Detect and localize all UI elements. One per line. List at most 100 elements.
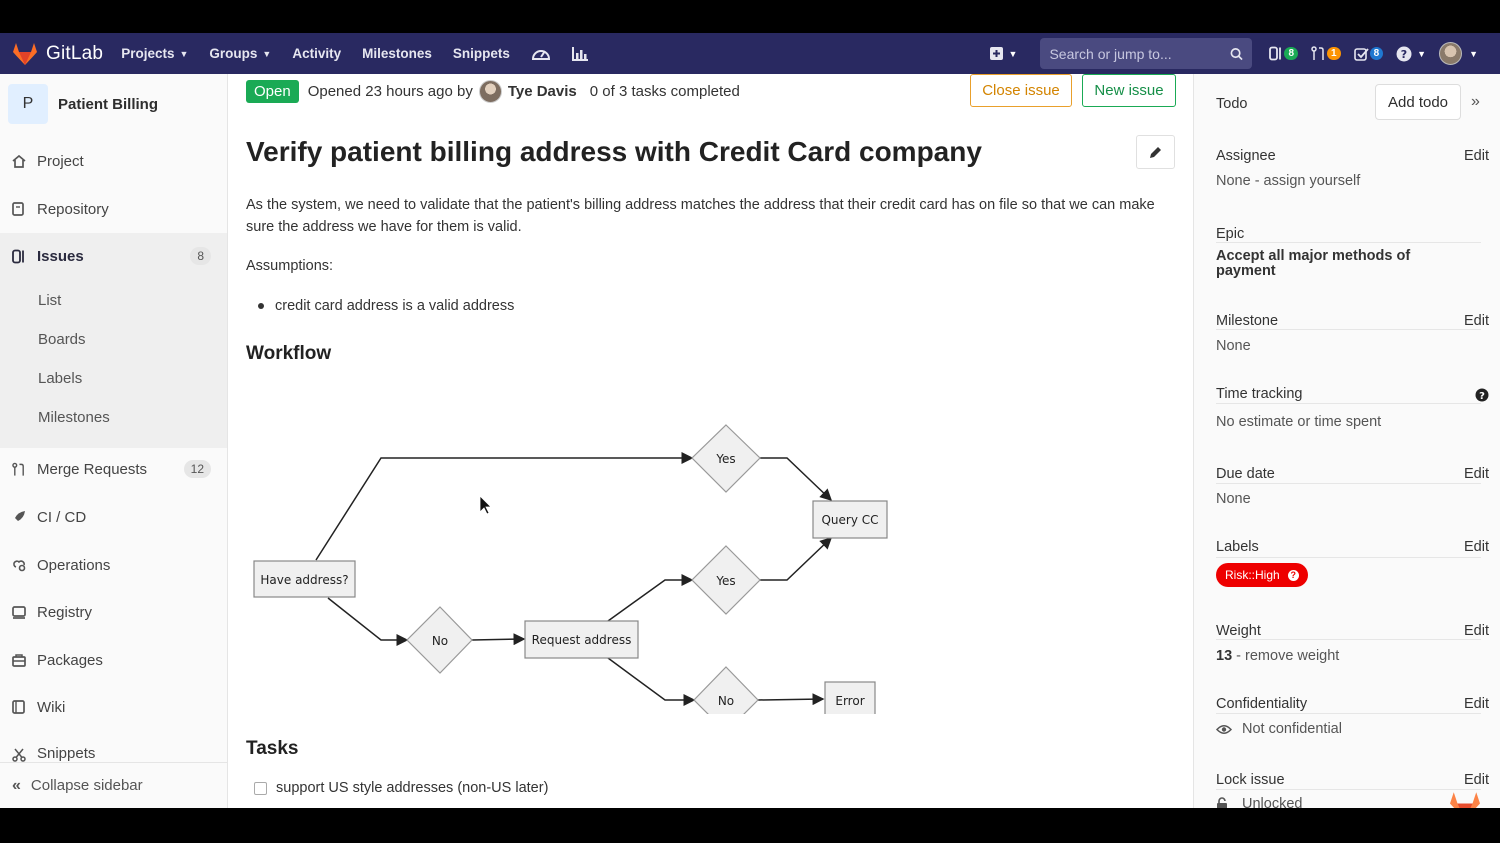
nav-projects[interactable]: Projects▼ <box>121 46 188 61</box>
weight-edit-link[interactable]: Edit <box>1464 623 1489 639</box>
node-query-cc: Query CC <box>821 513 878 527</box>
search-icon[interactable] <box>1230 47 1244 61</box>
close-issue-button[interactable]: Close issue <box>970 74 1072 107</box>
lock-value: Unlocked <box>1242 796 1303 808</box>
sidebar-item-label: Issues <box>37 247 84 265</box>
search-box <box>1040 38 1253 69</box>
sidebar-item-project[interactable]: Project <box>0 138 227 184</box>
nav-milestones[interactable]: Milestones <box>362 46 432 61</box>
analytics-chart-icon[interactable] <box>571 46 589 62</box>
due-date-title: Due date <box>1216 466 1275 482</box>
issue-status-row: Open Opened 23 hours ago by Tye Davis 0 … <box>246 76 1176 106</box>
remove-weight-link[interactable]: - remove weight <box>1236 648 1340 664</box>
gitlab-window: GitLab Projects▼ Groups▼ Activity Milest… <box>0 33 1500 808</box>
cloud-gear-icon <box>12 558 29 572</box>
todo-label: Todo <box>1216 96 1248 112</box>
issues-count-badge: 8 <box>190 247 211 265</box>
sidebar-item-registry[interactable]: Registry <box>0 589 227 635</box>
confidentiality-edit-link[interactable]: Edit <box>1464 696 1489 712</box>
task-checkbox[interactable] <box>254 781 267 795</box>
node-query-cc-box <box>812 500 888 539</box>
node-have-address-box <box>253 560 356 598</box>
gitlab-fox-watermark-icon <box>1450 792 1480 808</box>
edge-request-to-no <box>607 657 696 706</box>
nav-snippets[interactable]: Snippets <box>453 46 510 61</box>
sidebar-item-snippets[interactable]: Snippets <box>0 732 227 762</box>
collapse-sidebar-button[interactable]: « Collapse sidebar <box>0 762 227 808</box>
user-menu[interactable]: ▼ <box>1439 42 1478 65</box>
sidebar-subitem-list[interactable]: List <box>38 292 62 309</box>
tasks-heading: Tasks <box>246 738 299 759</box>
node-request-address: Request address <box>532 633 632 647</box>
sidebar-item-ci-cd[interactable]: CI / CD <box>0 494 227 540</box>
package-icon <box>12 653 29 667</box>
node-no-left: No <box>432 634 448 648</box>
expand-sidebar-icon[interactable]: » <box>1471 93 1480 110</box>
sidebar-item-packages[interactable]: Packages <box>0 637 227 683</box>
help-question-icon: ? <box>1287 569 1299 581</box>
node-yes-top-diamond <box>691 424 761 493</box>
tasks-completed-text: 0 of 3 tasks completed <box>589 82 740 100</box>
edge-no-to-request <box>471 633 526 646</box>
help-dropdown[interactable]: ? ▼ <box>1396 46 1426 62</box>
weight-value: 13 <box>1216 648 1233 664</box>
nav-groups[interactable]: Groups▼ <box>209 46 271 61</box>
project-header[interactable]: P Patient Billing <box>0 74 227 134</box>
issues-icon <box>1269 46 1282 61</box>
confidentiality-value: Not confidential <box>1242 721 1342 737</box>
issue-author-link[interactable]: Tye Davis <box>507 82 577 100</box>
plus-square-icon <box>989 47 1003 60</box>
due-date-edit-link[interactable]: Edit <box>1464 466 1489 482</box>
sidebar-item-label: Registry <box>37 603 93 621</box>
list-item: credit card address is a valid address <box>258 298 514 314</box>
todos-counter[interactable]: 8 <box>1353 47 1384 61</box>
epic-block: Epic Accept all major methods of payment <box>1216 226 1481 330</box>
confidentiality-block: Confidentiality Edit Not confidential <box>1216 696 1489 790</box>
sidebar-item-wiki[interactable]: Wiki <box>0 684 227 730</box>
new-issue-button[interactable]: New issue <box>1082 74 1176 107</box>
nav-activity[interactable]: Activity <box>292 46 341 61</box>
sidebar-item-label: CI / CD <box>37 508 87 526</box>
issue-content: Open Opened 23 hours ago by Tye Davis 0 … <box>246 74 1176 808</box>
milestone-edit-link[interactable]: Edit <box>1464 313 1489 329</box>
assignee-edit-link[interactable]: Edit <box>1464 148 1489 164</box>
mouse-cursor-icon <box>479 495 492 515</box>
node-error: Error <box>835 694 864 708</box>
sidebar-subitem-boards[interactable]: Boards <box>38 331 86 348</box>
gitlab-logo-link[interactable]: GitLab <box>12 42 103 66</box>
edge-no-to-error <box>757 693 825 706</box>
edge-request-to-yes <box>607 574 694 622</box>
author-avatar[interactable] <box>478 79 502 103</box>
chevron-down-icon: ▼ <box>179 48 189 59</box>
lock-edit-link[interactable]: Edit <box>1464 772 1489 788</box>
sidebar-item-repository[interactable]: Repository <box>0 186 227 232</box>
sidebar-item-label: Packages <box>37 651 103 669</box>
pencil-icon <box>1150 146 1161 158</box>
merge-requests-counter[interactable]: 1 <box>1311 46 1341 61</box>
sidebar-subitem-labels[interactable]: Labels <box>38 370 83 387</box>
sidebar-item-issues[interactable]: Issues 8 <box>0 233 227 279</box>
issues-counter[interactable]: 8 <box>1269 46 1299 61</box>
sidebar-subitem-milestones[interactable]: Milestones <box>38 409 110 426</box>
labels-edit-link[interactable]: Edit <box>1464 539 1489 555</box>
edge-have-to-no <box>327 597 409 646</box>
svg-text:?: ? <box>1479 391 1485 402</box>
sidebar-item-operations[interactable]: Operations <box>0 542 227 588</box>
add-todo-button[interactable]: Add todo <box>1375 84 1461 120</box>
search-input[interactable] <box>1049 45 1231 62</box>
node-yes-mid-diamond <box>691 545 761 615</box>
new-dropdown[interactable]: ▼ <box>989 46 1017 61</box>
node-have-address: Have address? <box>260 573 348 587</box>
edit-title-button[interactable] <box>1136 135 1175 169</box>
label-risk-high[interactable]: Risk::High? <box>1216 563 1308 587</box>
epic-link[interactable]: Accept all major methods of payment <box>1216 248 1411 279</box>
project-sidebar: P Patient Billing Project Repository Iss… <box>0 74 228 808</box>
dashboard-gauge-icon[interactable] <box>531 45 551 63</box>
weight-block: Weight Edit 13 - remove weight <box>1216 623 1489 714</box>
sidebar-item-merge-requests[interactable]: Merge Requests 12 <box>0 446 227 492</box>
help-question-icon[interactable]: ? <box>1475 388 1489 402</box>
project-avatar: P <box>8 84 48 124</box>
assign-yourself-link[interactable]: None - assign yourself <box>1216 173 1361 189</box>
todo-check-icon <box>1353 47 1369 61</box>
merge-requests-count-badge: 12 <box>183 460 211 478</box>
